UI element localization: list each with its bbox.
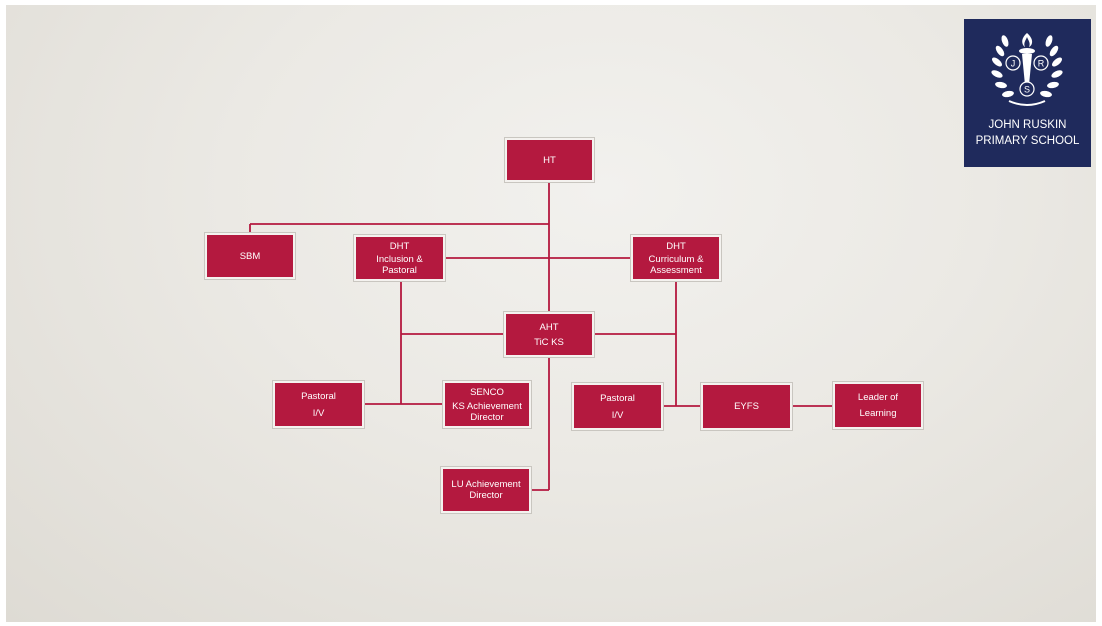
pastoral-right-box: Pastoral I/V bbox=[572, 383, 663, 430]
pastoral-left-box: Pastoral I/V bbox=[273, 381, 364, 428]
dht-curriculum-box: DHT Curriculum & Assessment bbox=[631, 235, 721, 281]
aht-line1: AHT bbox=[539, 321, 559, 333]
ht-label: HT bbox=[543, 154, 556, 166]
laurel-torch-emblem-icon: J R S bbox=[991, 33, 1063, 106]
senco-box: SENCO KS Achievement Director bbox=[443, 381, 531, 428]
monogram-j: J bbox=[1011, 59, 1016, 69]
senco-line1: SENCO bbox=[470, 386, 504, 398]
logo-line1: JOHN RUSKIN bbox=[988, 119, 1067, 131]
pastoral-right-line1: Pastoral bbox=[600, 392, 635, 404]
aht-box: AHT TiC KS bbox=[504, 312, 594, 357]
eyfs-label: EYFS bbox=[734, 401, 759, 412]
dht-inclusion-box: DHT Inclusion & Pastoral bbox=[354, 235, 445, 281]
school-logo: J R S JOHN RUSKIN PRIMARY SCHOOL bbox=[964, 19, 1091, 167]
dht-inclusion-line3: Pastoral bbox=[382, 264, 417, 276]
logo-text: JOHN RUSKIN PRIMARY SCHOOL bbox=[964, 117, 1091, 149]
leader-of-learning-line1: Leader of bbox=[857, 392, 899, 403]
senco-line2: KS Achievement bbox=[452, 400, 522, 412]
leader-of-learning-line2: Learning bbox=[859, 408, 897, 419]
lu-achievement-line1: LU Achievement bbox=[451, 479, 521, 490]
dht-inclusion-line2: Inclusion & bbox=[376, 253, 423, 265]
eyfs-box: EYFS bbox=[701, 383, 792, 430]
logo-line2: PRIMARY SCHOOL bbox=[975, 135, 1080, 147]
lu-achievement-box: LU Achievement Director bbox=[441, 467, 531, 513]
senco-line3: Director bbox=[470, 411, 504, 423]
pastoral-left-line1: Pastoral bbox=[301, 390, 336, 402]
lu-achievement-line2: Director bbox=[469, 490, 503, 501]
ht-box: HT bbox=[505, 138, 594, 182]
dht-curriculum-line3: Assessment bbox=[650, 264, 702, 276]
dht-curriculum-line1: DHT bbox=[666, 240, 686, 252]
sbm-box: SBM bbox=[205, 233, 295, 279]
aht-line2: TiC KS bbox=[534, 336, 564, 348]
dht-curriculum-line2: Curriculum & bbox=[648, 253, 704, 265]
dht-inclusion-line1: DHT bbox=[389, 240, 410, 252]
pastoral-left-line2: I/V bbox=[312, 407, 325, 419]
pastoral-right-line2: I/V bbox=[611, 409, 624, 421]
leader-of-learning-box: Leader of Learning bbox=[833, 382, 923, 429]
monogram-r: R bbox=[1038, 59, 1045, 69]
monogram-s: S bbox=[1024, 85, 1030, 95]
sbm-label: SBM bbox=[239, 250, 261, 262]
